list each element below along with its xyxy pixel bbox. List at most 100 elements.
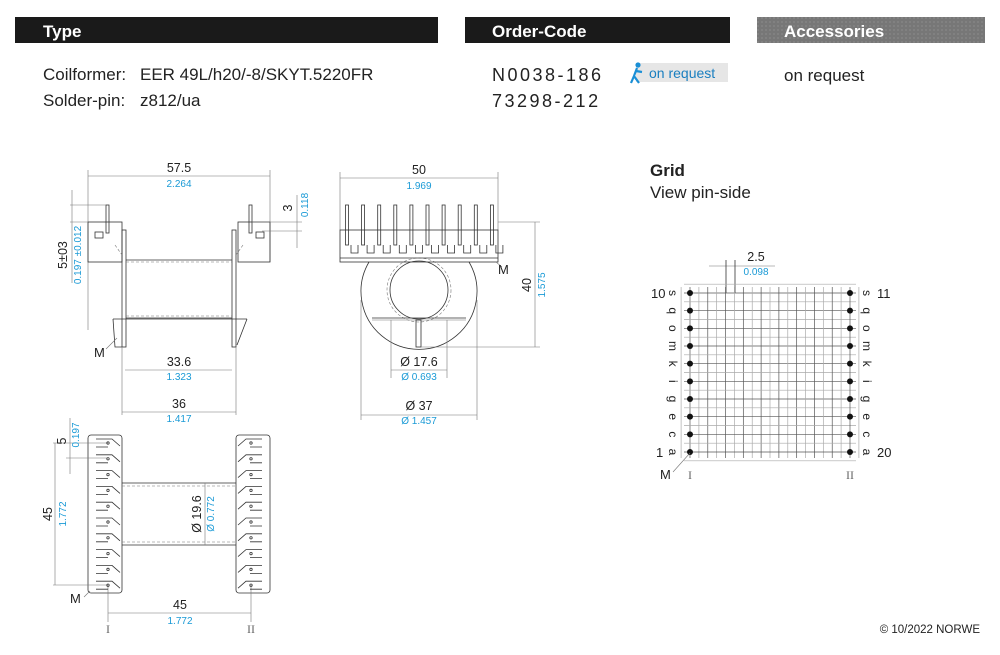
accessories-value: on request xyxy=(784,66,865,85)
grid-pitch-dim-inch: 0.098 xyxy=(743,267,768,278)
grid-row-letter-left: i xyxy=(666,380,680,383)
top-side-i: I xyxy=(106,622,110,636)
pin-grid xyxy=(680,260,860,462)
pin-dot-left xyxy=(687,307,693,314)
pin-hole-right xyxy=(249,472,253,477)
pin-slot xyxy=(447,245,455,254)
length-dim: 45 xyxy=(41,507,55,521)
pin-dot-left xyxy=(687,413,693,420)
walking-person-icon xyxy=(629,62,643,84)
pin-tab-right xyxy=(237,486,262,495)
pin-slot xyxy=(431,245,439,254)
front-height-dim: 40 xyxy=(520,278,534,292)
pin-tab-left xyxy=(96,470,121,479)
pin-dot-left xyxy=(687,290,693,296)
order-code-1[interactable]: N0038-186 xyxy=(492,65,604,85)
grid-marker-m: M xyxy=(660,467,671,482)
pitch-dim: 5 xyxy=(55,437,69,444)
pin-dot-right xyxy=(847,307,853,314)
pin-tab-left xyxy=(96,580,121,590)
core-diameter-dim: Ø 17.6 xyxy=(400,355,438,369)
pin-hole-left xyxy=(106,457,110,461)
pin-hole-left xyxy=(106,488,110,492)
pin-hole-left xyxy=(106,472,110,477)
pin-dot-left xyxy=(687,343,693,349)
pin-1-label: 1 xyxy=(656,445,663,460)
front-height-dim-inch: 1.575 xyxy=(537,272,548,297)
pin-hole-left xyxy=(106,441,110,445)
top-side-ii: II xyxy=(247,622,255,636)
pin-span-dim: 45 xyxy=(173,598,187,612)
top-marker-m: M xyxy=(70,591,81,606)
pin-dot-left xyxy=(687,449,693,455)
inner-length-dim: 33.6 xyxy=(167,355,191,369)
pin xyxy=(489,204,494,246)
pin-dot-right xyxy=(847,431,853,438)
pin-hole-left xyxy=(106,536,110,540)
grid-row-letter-left: m xyxy=(666,341,680,351)
pin-dot-right xyxy=(847,343,853,349)
pin-tab-right xyxy=(237,501,262,511)
on-request-badge[interactable]: on request xyxy=(629,62,728,84)
order-code-header xyxy=(465,17,730,43)
pin-dot-left xyxy=(687,360,693,367)
grid-row-letter-left: k xyxy=(666,361,680,368)
pin-tab-right xyxy=(237,549,262,558)
coilformer-value: EER 49L/h20/-8/SKYT.5220FR xyxy=(140,65,373,84)
grid-row-letter-left: s xyxy=(666,290,680,296)
core-width-dim-inch: Ø 0.772 xyxy=(206,496,217,532)
pin-tab-left xyxy=(96,454,121,464)
pin-height-dim-inch: 0.118 xyxy=(300,192,311,217)
grid-row-letter-right: g xyxy=(860,396,874,403)
outer-diameter-dim: Ø 37 xyxy=(405,399,432,413)
grid-row-letter-right: a xyxy=(860,449,874,456)
type-header xyxy=(15,17,438,43)
pin-tab-left xyxy=(96,549,121,558)
pin-height-dim: 3 xyxy=(281,204,295,211)
inner-length-dim-inch: 1.323 xyxy=(166,372,191,383)
grid-marker-leader xyxy=(672,452,691,473)
pin-hole-right xyxy=(249,551,253,556)
pin-slot xyxy=(398,245,407,254)
outer-diameter-dim-inch: Ø 1.457 xyxy=(401,416,437,427)
pin-dot-left xyxy=(687,431,693,438)
pin-tab-right xyxy=(237,454,262,464)
core-width-dim: Ø 19.6 xyxy=(190,495,204,533)
pin-dot-right xyxy=(847,360,853,367)
side-marker-m: M xyxy=(94,345,105,360)
pin xyxy=(377,204,382,246)
pin-hole-right xyxy=(249,488,253,492)
pin-dot-right xyxy=(847,449,853,455)
grid-row-letter-left: a xyxy=(666,449,680,456)
pin-10-label: 10 xyxy=(651,286,665,301)
pin-hole-left xyxy=(106,567,110,572)
core-diameter-dim-inch: Ø 0.693 xyxy=(401,372,437,383)
pin-tab-left xyxy=(96,486,121,495)
pin-hole-right xyxy=(249,520,253,524)
pin-hole-right xyxy=(249,536,253,540)
pin xyxy=(441,204,446,246)
side-width-dim-inch: 2.264 xyxy=(166,179,191,190)
length-dim-inch: 1.772 xyxy=(58,501,69,526)
front-width-dim: 50 xyxy=(412,163,426,177)
pin xyxy=(457,204,462,246)
coilformer-label: Coilformer: xyxy=(43,65,126,84)
grid-pitch-dim: 2.5 xyxy=(747,250,764,264)
top-view-drawing xyxy=(53,418,271,622)
pin-tab-right xyxy=(237,533,262,543)
order-code-header-label: Order-Code xyxy=(492,22,586,41)
pin-20-label: 20 xyxy=(877,445,891,460)
pin xyxy=(393,204,398,246)
grid-row-letter-left: q xyxy=(666,307,680,314)
pin-tab-right xyxy=(237,517,262,527)
order-code-2[interactable]: 73298-212 xyxy=(492,91,601,111)
pin-dot-right xyxy=(847,396,853,402)
grid-title: Grid xyxy=(650,161,685,180)
grid-row-letter-right: i xyxy=(860,380,874,383)
pin-hole-left xyxy=(106,551,110,556)
pin xyxy=(345,204,349,246)
grid-row-letter-right: k xyxy=(860,361,874,368)
pin-dot-left xyxy=(687,396,693,402)
pin-tab-left xyxy=(96,501,121,511)
